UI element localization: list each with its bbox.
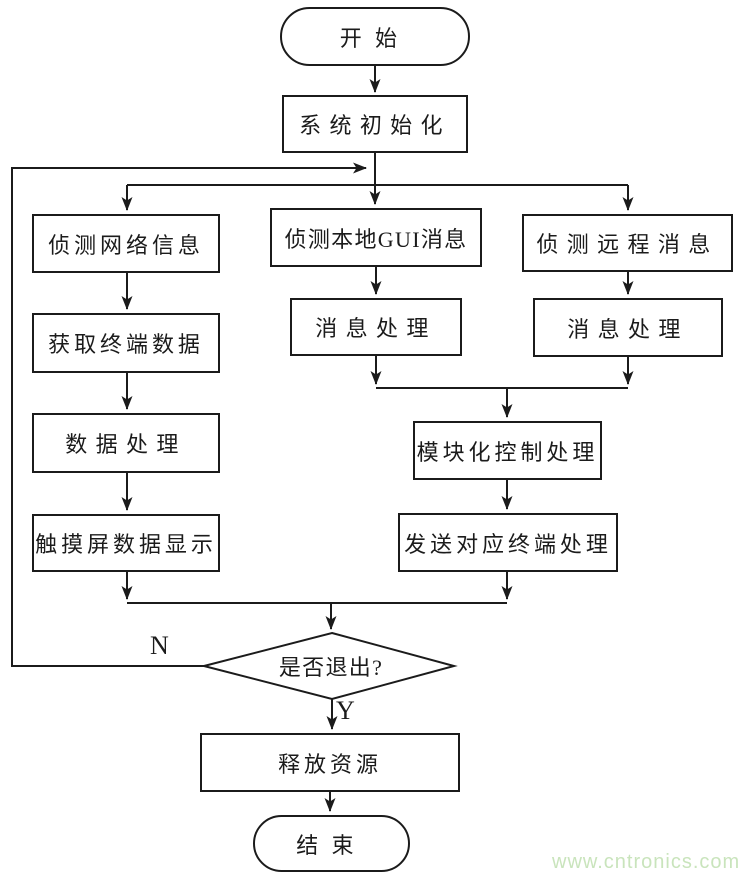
node-end: 结束 (253, 815, 410, 872)
node-release-resources: 释放资源 (200, 733, 460, 792)
node-get-terminal-data-label: 获取终端数据 (48, 332, 204, 357)
node-exit-decision-label: 是否退出? (278, 655, 384, 680)
node-system-init: 系统初始化 (282, 95, 468, 153)
node-start: 开始 (280, 7, 470, 66)
node-message-processing-local: 消息处理 (290, 298, 462, 356)
node-data-processing: 数据处理 (32, 413, 220, 473)
node-touchscreen-data-display-label: 触摸屏数据显示 (35, 532, 217, 557)
node-send-to-terminal-processing: 发送对应终端处理 (398, 513, 618, 572)
node-modular-control-processing: 模块化控制处理 (413, 421, 602, 480)
node-end-label: 结束 (296, 832, 367, 858)
node-start-label: 开始 (339, 25, 411, 51)
node-data-processing-label: 数据处理 (65, 432, 187, 457)
watermark-text: www.cntronics.com (552, 851, 741, 873)
edge-label-no: N (150, 631, 169, 660)
node-message-processing-local-label: 消息处理 (315, 316, 437, 341)
node-message-processing-remote-label: 消息处理 (567, 316, 689, 342)
edge-label-yes: Y (336, 696, 355, 725)
node-detect-network-info: 侦测网络信息 (32, 214, 220, 273)
node-system-init-label: 系统初始化 (299, 113, 451, 138)
node-detect-local-gui-message-label: 侦测本地GUI消息 (284, 226, 468, 252)
node-get-terminal-data: 获取终端数据 (32, 313, 220, 373)
node-detect-remote-message-label: 侦测远程消息 (536, 232, 719, 257)
node-send-to-terminal-processing-label: 发送对应终端处理 (404, 531, 612, 557)
node-detect-network-info-label: 侦测网络信息 (48, 232, 204, 258)
node-modular-control-processing-label: 模块化控制处理 (416, 439, 599, 465)
node-release-resources-label: 释放资源 (278, 751, 382, 777)
node-message-processing-remote: 消息处理 (533, 298, 723, 357)
node-detect-local-gui-message: 侦测本地GUI消息 (270, 208, 482, 267)
node-touchscreen-data-display: 触摸屏数据显示 (32, 514, 220, 572)
node-detect-remote-message: 侦测远程消息 (522, 214, 733, 272)
edge-loopback-no (11, 162, 367, 667)
node-exit-decision: 是否退出? (231, 651, 431, 681)
